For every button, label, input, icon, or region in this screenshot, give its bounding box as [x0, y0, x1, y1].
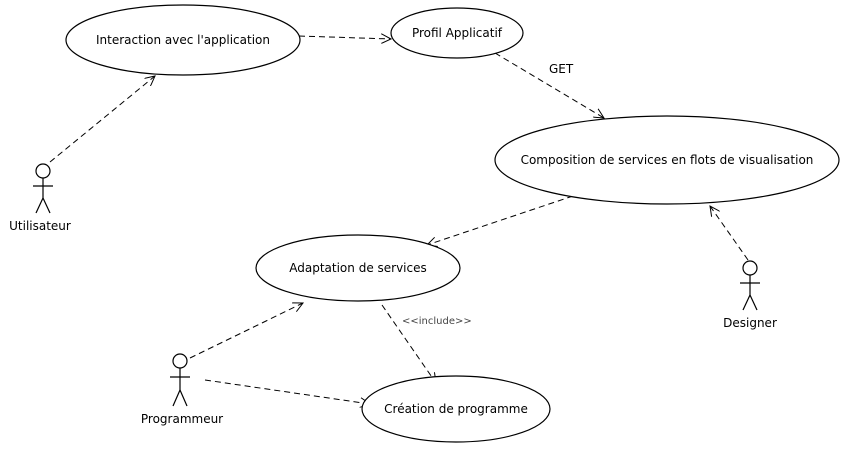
use-case-creation-label: Création de programme	[384, 402, 528, 416]
edge-programmeur-creation	[204, 379, 370, 404]
use-case-adaptation: Adaptation de services	[255, 234, 461, 302]
use-case-creation: Création de programme	[361, 375, 551, 443]
edge-label-include: <<include>>	[402, 316, 472, 327]
actor-programmeur: Programmeur	[141, 353, 223, 426]
edge-label-get: GET	[549, 62, 574, 76]
edge-programmeur-adaptation	[189, 303, 303, 359]
use-case-adaptation-label: Adaptation de services	[289, 261, 427, 275]
actor-designer-label: Designer	[723, 316, 777, 330]
edge-adaptation-creation-include	[381, 304, 436, 383]
actor-designer: Designer	[723, 260, 777, 330]
actor-designer-head	[742, 260, 758, 276]
use-case-profil: Profil Applicatif	[390, 7, 524, 59]
actor-programmeur-label: Programmeur	[141, 412, 223, 426]
use-case-interaction-label: Interaction avec l'application	[96, 33, 270, 47]
actor-utilisateur-head	[35, 163, 51, 179]
edge-composition-adaptation	[427, 195, 574, 245]
edge-profil-composition	[494, 52, 604, 118]
edge-interaction-profil	[298, 36, 391, 39]
actor-utilisateur: Utilisateur	[9, 163, 71, 233]
use-case-composition-label: Composition de services en flots de visu…	[521, 153, 814, 167]
actor-utilisateur-label: Utilisateur	[9, 219, 71, 233]
use-case-profil-label: Profil Applicatif	[412, 26, 503, 40]
edge-designer-composition	[710, 206, 749, 261]
actor-programmeur-head	[172, 353, 188, 369]
use-case-interaction: Interaction avec l'application	[65, 4, 301, 76]
edge-utilisateur-interaction	[49, 76, 155, 163]
use-case-composition: Composition de services en flots de visu…	[494, 115, 840, 205]
